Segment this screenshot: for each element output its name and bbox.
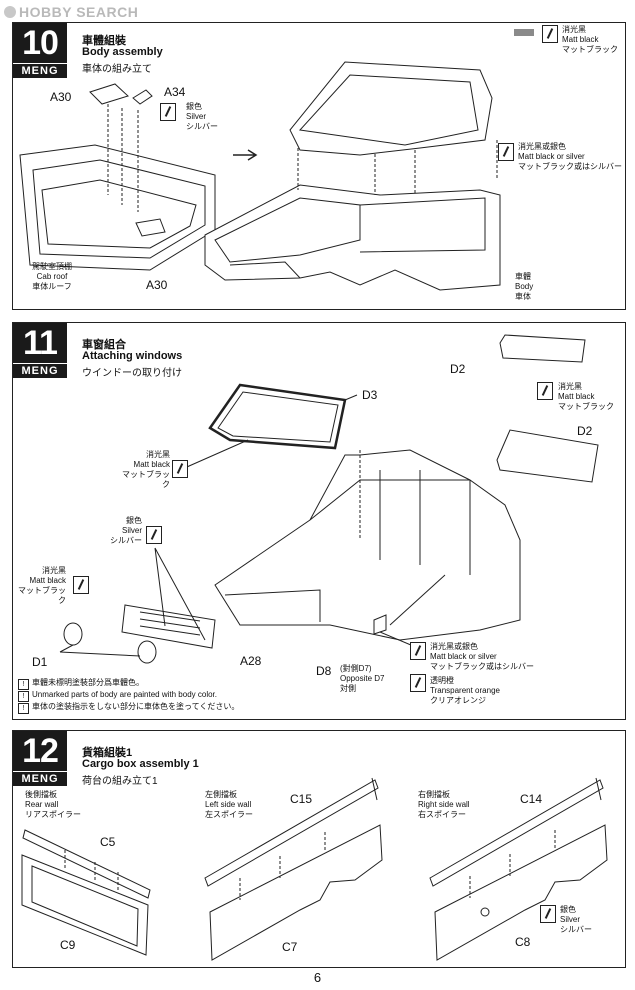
- step-title-ja: 荷台の組み立て1: [82, 776, 158, 787]
- watermark-text: HOBBY SEARCH: [19, 4, 139, 20]
- part-label-d1: D1: [32, 655, 48, 669]
- body-color-notes: !車體未標明塗裝部分爲車體色。 !Unmarked parts of body …: [18, 678, 239, 714]
- part-label-a30: A30: [146, 278, 168, 292]
- step-number: 12: [13, 731, 67, 771]
- step-number: 11: [13, 323, 67, 363]
- step-title-ja: 車体の組み立て: [82, 64, 152, 75]
- part-label-a30: A30: [50, 90, 72, 104]
- step-title-ja: ウインドーの取り付け: [82, 368, 182, 379]
- part-label-d2: D2: [450, 362, 466, 376]
- brand-logo: MENG: [13, 64, 67, 78]
- note-icon: !: [18, 703, 29, 714]
- paint-icon: [498, 143, 514, 161]
- paint-icon: [537, 382, 553, 400]
- step-title-en: Cargo box assembly 1: [82, 758, 199, 770]
- step-title-en: Attaching windows: [82, 350, 183, 362]
- part-label-d2: D2: [577, 424, 593, 438]
- note-icon: !: [18, 679, 29, 690]
- paint-icon: [172, 460, 188, 478]
- step-title-zh: 車窗組合: [82, 339, 126, 351]
- paint-icon: [146, 526, 162, 544]
- paint-icon: [542, 25, 558, 43]
- step-number: 10: [13, 23, 67, 63]
- part-label-c15: C15: [290, 792, 313, 806]
- step-title-zh: 貨箱組裝1: [82, 747, 133, 759]
- page-number: 6: [313, 970, 322, 985]
- watermark: HOBBY SEARCH: [4, 4, 138, 20]
- part-label-d8: D8: [316, 664, 332, 678]
- brand-logo: MENG: [13, 364, 67, 378]
- part-label-c5: C5: [100, 835, 116, 849]
- note-icon: !: [18, 691, 29, 702]
- part-label-a34: A34: [164, 85, 186, 99]
- paint-icon: [73, 576, 89, 594]
- part-label-c8: C8: [515, 935, 531, 949]
- paint-icon: [410, 642, 426, 660]
- part-label-c14: C14: [520, 792, 543, 806]
- part-label-d3: D3: [362, 388, 378, 402]
- step-title-en: Body assembly: [82, 46, 163, 58]
- part-label-a28: A28: [240, 654, 262, 668]
- matt-black-swatch: [514, 29, 534, 36]
- part-label-c7: C7: [282, 940, 298, 954]
- step-title-zh: 車體組裝: [82, 35, 126, 47]
- logo-icon: [4, 6, 16, 18]
- paint-icon: [540, 905, 556, 923]
- paint-icon: [410, 674, 426, 692]
- paint-icon: [160, 103, 176, 121]
- brand-logo: MENG: [13, 772, 67, 786]
- part-label-c9: C9: [60, 938, 76, 952]
